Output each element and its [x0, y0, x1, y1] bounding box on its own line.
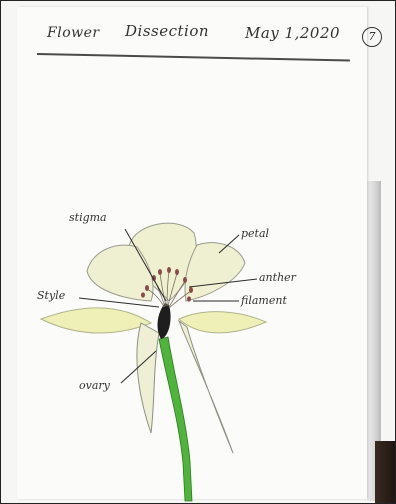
label-filament: filament — [241, 294, 287, 307]
right-sepal — [179, 312, 266, 333]
right-petal — [185, 243, 245, 301]
ovary — [158, 303, 171, 339]
label-anther: anther — [259, 271, 296, 284]
label-style: Style — [37, 289, 65, 302]
label-stigma: stigma — [69, 211, 107, 224]
lower-left-petal — [137, 323, 159, 433]
label-ovary: ovary — [79, 379, 110, 392]
lower-right-petal — [179, 321, 233, 453]
label-petal: petal — [241, 227, 269, 240]
left-sepal — [41, 308, 151, 333]
stem — [159, 337, 192, 501]
